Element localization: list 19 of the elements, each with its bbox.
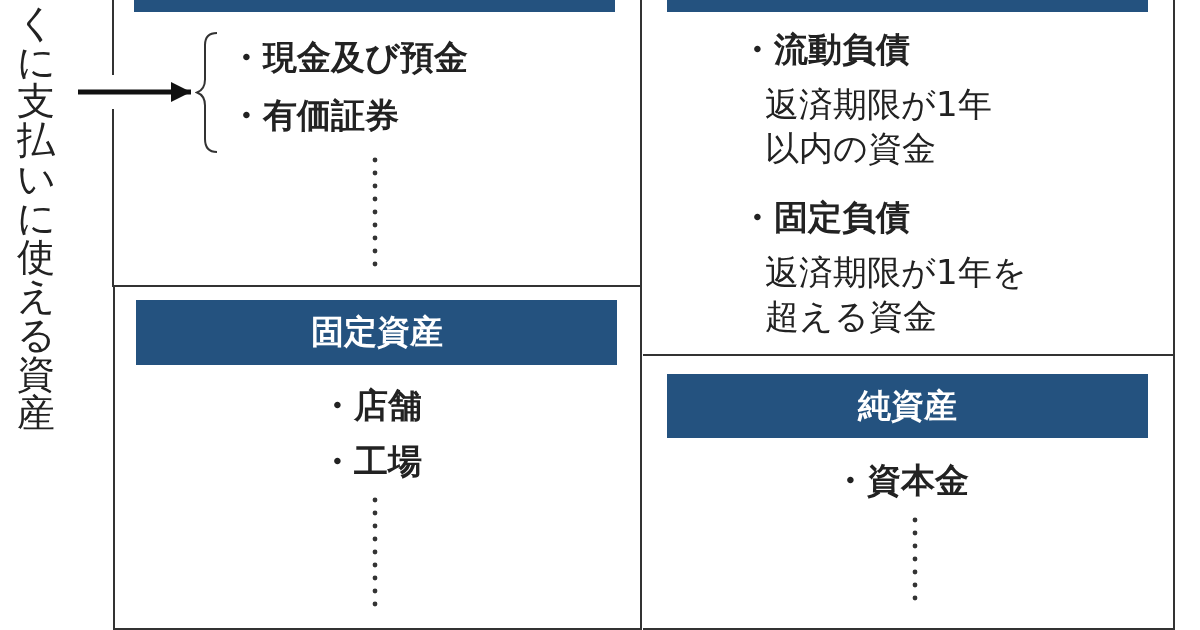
list-item: ・店舗: [320, 384, 422, 427]
balance-sheet-section: [643, 355, 1175, 630]
side-note: くに支払いに使える資産: [16, 4, 56, 433]
list-item: ・工場: [320, 440, 422, 483]
list-item: ・流動負債: [740, 28, 910, 71]
item-description: 返済期限が1年以内の資金: [765, 83, 993, 171]
header-band: [134, 0, 615, 12]
list-item: ・固定負債: [740, 196, 910, 239]
item-description: 返済期限が1年を超える資金: [765, 251, 1028, 339]
arrow: [78, 82, 191, 102]
list-item: ・現金及び預金: [229, 36, 468, 79]
header-band: [667, 0, 1148, 12]
balance-sheet-section: [643, 0, 1175, 356]
balance-sheet-section: [113, 0, 642, 287]
list-item: ・資本金: [833, 459, 969, 502]
header-band: 固定資産: [136, 300, 617, 365]
list-item: ・有価証券: [229, 94, 399, 137]
header-band: 純資産: [667, 374, 1148, 438]
balance-sheet-section: [113, 286, 642, 630]
